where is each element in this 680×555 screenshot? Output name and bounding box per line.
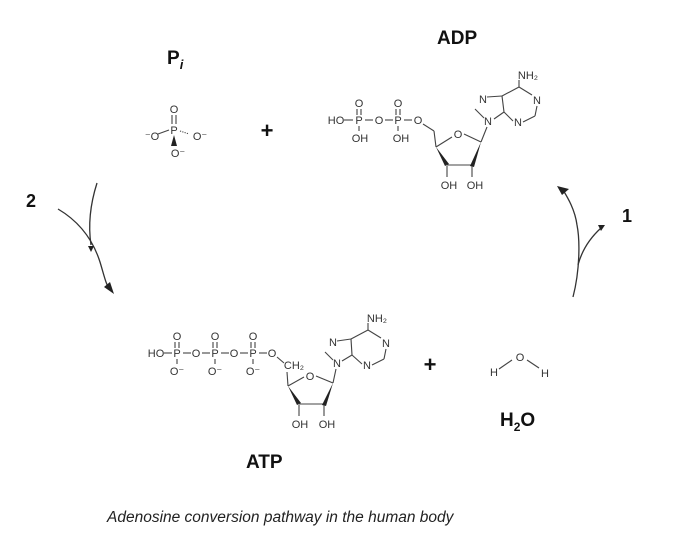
svg-text:O: O	[454, 129, 463, 141]
svg-text:O⁻: O⁻	[208, 366, 223, 378]
svg-text:HO: HO	[328, 115, 345, 127]
svg-text:OH: OH	[393, 133, 410, 145]
svg-text:O: O	[170, 104, 179, 116]
svg-text:O: O	[414, 115, 423, 127]
adp-structure: HO P O OH O P O OH O O OH OH N N	[328, 70, 541, 192]
svg-text:OH: OH	[467, 180, 484, 192]
step-2-arrow	[57, 182, 114, 294]
svg-text:N: N	[479, 94, 487, 106]
svg-text:P: P	[355, 115, 362, 127]
svg-text:OH: OH	[319, 419, 336, 431]
svg-text:NH₂: NH₂	[367, 313, 387, 325]
svg-text:O: O	[375, 115, 384, 127]
adp-label: ADP	[437, 28, 478, 49]
svg-text:O: O	[249, 331, 258, 343]
svg-text:O: O	[516, 352, 525, 364]
atp-label: ATP	[246, 452, 283, 473]
svg-text:N: N	[533, 95, 541, 107]
svg-text:CH₂: CH₂	[284, 360, 304, 372]
svg-text:O: O	[192, 348, 201, 360]
svg-text:N: N	[514, 117, 522, 129]
step-1-label: 1	[622, 206, 633, 226]
svg-text:P: P	[394, 115, 401, 127]
water-structure: H O H	[490, 352, 549, 380]
figure-caption: Adenosine conversion pathway in the huma…	[107, 509, 454, 526]
water-label: H2O	[500, 410, 535, 434]
plus-bottom: +	[424, 352, 437, 377]
svg-text:H: H	[490, 367, 498, 379]
svg-text:O: O	[394, 98, 403, 110]
water-label-sub: 2	[513, 419, 521, 434]
svg-text:O: O	[173, 331, 182, 343]
svg-text:O: O	[230, 348, 239, 360]
phosphate-structure: O P ⁻O O⁻ O⁻	[145, 104, 208, 160]
svg-text:O⁻: O⁻	[170, 366, 185, 378]
atp-structure: HO P O O⁻ O P O O⁻ O P O O⁻ O CH₂ O	[148, 313, 390, 431]
svg-text:O: O	[355, 98, 364, 110]
svg-text:P: P	[173, 348, 180, 360]
svg-text:P: P	[170, 125, 177, 137]
svg-text:O⁻: O⁻	[171, 148, 186, 160]
svg-text:OH: OH	[441, 180, 458, 192]
pi-label-main: P	[167, 48, 180, 69]
svg-text:OH: OH	[352, 133, 369, 145]
step-1-arrow	[557, 186, 605, 298]
pi-label: Pi	[167, 48, 183, 72]
svg-text:NH₂: NH₂	[518, 70, 538, 82]
svg-text:N: N	[329, 337, 337, 349]
svg-text:OH: OH	[292, 419, 309, 431]
svg-text:O: O	[211, 331, 220, 343]
plus-top: +	[261, 118, 274, 143]
svg-text:O⁻: O⁻	[193, 131, 208, 143]
svg-text:O: O	[268, 348, 277, 360]
svg-text:N: N	[484, 116, 492, 128]
svg-text:N: N	[363, 360, 371, 372]
water-label-o: O	[520, 410, 536, 431]
step-2-label: 2	[26, 191, 37, 211]
svg-text:N: N	[382, 338, 390, 350]
svg-text:⁻O: ⁻O	[145, 131, 160, 143]
pi-label-subscript: i	[179, 56, 184, 72]
svg-text:O⁻: O⁻	[246, 366, 261, 378]
svg-text:N: N	[333, 358, 341, 370]
svg-text:P: P	[249, 348, 256, 360]
svg-text:HO: HO	[148, 348, 165, 360]
svg-text:H: H	[541, 368, 549, 380]
water-label-h: H	[500, 410, 514, 431]
svg-text:P: P	[211, 348, 218, 360]
svg-text:O: O	[306, 371, 315, 383]
